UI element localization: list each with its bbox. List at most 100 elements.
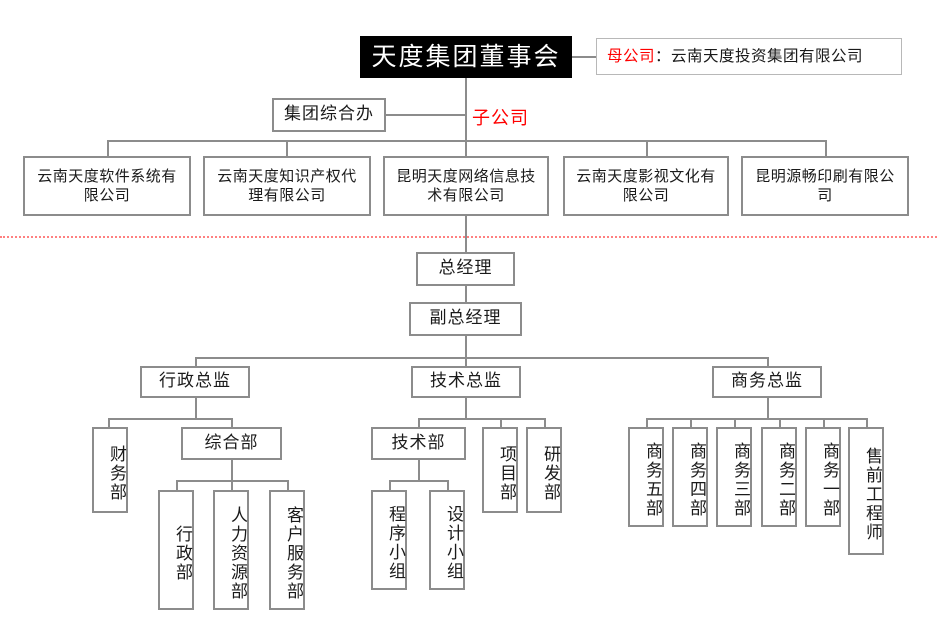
deputy-general-manager-box[interactable]: 副总经理: [409, 302, 522, 336]
connector-director-drop-1: [195, 357, 197, 367]
connector-tech-drop-project: [500, 418, 502, 427]
dept-label-design-group: 设计小组: [443, 505, 463, 581]
connector-business-drop-2: [690, 418, 692, 427]
dept-label-program-group: 程序小组: [385, 505, 405, 581]
dept-label-business-2: 商务二部: [775, 442, 795, 518]
dept-box-technology[interactable]: 技术部: [371, 427, 466, 460]
dept-label-business-3: 商务三部: [730, 442, 750, 518]
general-manager-label: 总经理: [438, 258, 493, 279]
general-manager-box[interactable]: 总经理: [416, 252, 515, 286]
dept-box-rnd[interactable]: 研发部: [526, 427, 562, 513]
connector-admin-drop-general: [231, 418, 233, 427]
subsidiary-box-2[interactable]: 云南天度知识产权代理有限公司: [203, 156, 371, 216]
connector-dgm-down: [465, 336, 467, 357]
subsidiary-label-2: 云南天度知识产权代理有限公司: [217, 166, 357, 204]
deputy-general-manager-label: 副总经理: [429, 308, 502, 329]
connector-business-drop-4: [779, 418, 781, 427]
dept-box-business-4[interactable]: 商务四部: [672, 427, 708, 527]
dept-box-presales-engineer[interactable]: 售前工程师: [848, 427, 884, 555]
root-board-box[interactable]: 天度集团董事会: [360, 36, 572, 78]
connector-tech-drop-rnd: [544, 418, 546, 427]
dept-label-business-5: 商务五部: [642, 442, 662, 518]
connector-tech-stem: [465, 398, 467, 418]
connector-general-affairs-stem: [231, 460, 233, 480]
parent-company-separator: ：: [655, 46, 672, 65]
connector-subsidiary-drop-1: [107, 140, 109, 157]
subsidiary-label-3: 昆明天度网络信息技术有限公司: [396, 166, 536, 204]
connector-gm-to-dgm: [465, 286, 467, 302]
connector-business-drop-1: [646, 418, 648, 427]
dept-label-customer-service: 客户服务部: [283, 505, 303, 601]
subsidiary-box-4[interactable]: 云南天度影视文化有限公司: [563, 156, 729, 216]
connector-root-trunk: [465, 78, 467, 140]
connector-business-drop-5: [823, 418, 825, 427]
connector-subsidiary-drop-5: [825, 140, 827, 157]
dept-box-program-group[interactable]: 程序小组: [371, 490, 407, 590]
connector-technology-bus: [389, 480, 447, 482]
connector-subsidiary-drop-2: [286, 140, 288, 157]
parent-company-tag: 母公司: [607, 46, 656, 65]
dept-label-rnd: 研发部: [540, 444, 560, 502]
dept-box-administration[interactable]: 行政部: [158, 490, 194, 610]
root-board-label: 天度集团董事会: [371, 42, 561, 71]
connector-director-drop-3: [767, 357, 769, 367]
subsidiary-box-5[interactable]: 昆明源畅印刷有限公司: [741, 156, 909, 216]
director-label-admin: 行政总监: [159, 371, 231, 392]
dept-label-business-1: 商务一部: [819, 442, 839, 518]
subsidiary-label-1: 云南天度软件系统有限公司: [37, 166, 177, 204]
connector-tech-bus: [418, 418, 546, 420]
dept-box-business-2[interactable]: 商务二部: [761, 427, 797, 527]
parent-company-name: 云南天度投资集团有限公司: [671, 46, 864, 65]
connector-subsidiary-drop-4: [646, 140, 648, 157]
connector-admin-drop-finance: [108, 418, 110, 427]
connector-business-drop-6: [866, 418, 868, 427]
connector-tech-drop-techdept: [418, 418, 420, 427]
connector-business-drop-3: [734, 418, 736, 427]
connector-root-to-parent-note: [572, 56, 596, 58]
dept-label-presales-engineer: 售前工程师: [862, 446, 882, 542]
subsidiary-box-3[interactable]: 昆明天度网络信息技术有限公司: [383, 156, 549, 216]
director-label-technical: 技术总监: [430, 371, 502, 392]
subsidiary-caption: 子公司: [472, 108, 529, 129]
dept-box-business-3[interactable]: 商务三部: [716, 427, 752, 527]
subsidiary-label-4: 云南天度影视文化有限公司: [576, 166, 716, 204]
director-label-business: 商务总监: [731, 371, 803, 392]
dept-label-administration: 行政部: [172, 524, 192, 582]
connector-ga-drop-service: [287, 480, 289, 490]
dept-label-technology: 技术部: [391, 432, 446, 453]
connector-technology-stem: [418, 460, 420, 480]
dept-box-human-resources[interactable]: 人力资源部: [213, 490, 249, 610]
connector-business-stem: [767, 398, 769, 418]
connector-admin-bus: [108, 418, 232, 420]
director-box-business[interactable]: 商务总监: [712, 366, 822, 398]
dept-box-business-5[interactable]: 商务五部: [628, 427, 664, 527]
subsidiary-box-1[interactable]: 云南天度软件系统有限公司: [23, 156, 191, 216]
group-office-box[interactable]: 集团综合办: [272, 98, 386, 132]
dept-box-business-1[interactable]: 商务一部: [805, 427, 841, 527]
connector-business-bus: [646, 418, 868, 420]
connector-ga-drop-admin: [176, 480, 178, 490]
dept-box-general-affairs[interactable]: 综合部: [181, 427, 282, 460]
connector-admin-stem: [195, 398, 197, 418]
subsidiary-label-5: 昆明源畅印刷有限公司: [755, 166, 895, 204]
dept-label-human-resources: 人力资源部: [227, 505, 247, 601]
dept-label-project: 项目部: [496, 444, 516, 502]
group-office-label: 集团综合办: [284, 104, 374, 125]
parent-company-note: 母公司：云南天度投资集团有限公司: [596, 38, 902, 75]
dept-label-business-4: 商务四部: [686, 442, 706, 518]
dept-label-general-affairs: 综合部: [204, 432, 259, 453]
dept-box-project[interactable]: 项目部: [482, 427, 518, 513]
section-divider: [0, 236, 937, 238]
dept-box-finance[interactable]: 财务部: [92, 427, 128, 513]
connector-director-drop-2: [465, 357, 467, 367]
dept-box-customer-service[interactable]: 客户服务部: [269, 490, 305, 610]
connector-subsidiary-drop-3: [465, 140, 467, 157]
director-box-admin[interactable]: 行政总监: [140, 366, 250, 398]
connector-trunk-through-divider: [465, 216, 467, 254]
connector-tech-drop-design: [447, 480, 449, 490]
dept-box-design-group[interactable]: 设计小组: [429, 490, 465, 590]
connector-ga-drop-hr: [231, 480, 233, 490]
director-box-technical[interactable]: 技术总监: [411, 366, 521, 398]
dept-label-finance: 财务部: [106, 444, 126, 502]
